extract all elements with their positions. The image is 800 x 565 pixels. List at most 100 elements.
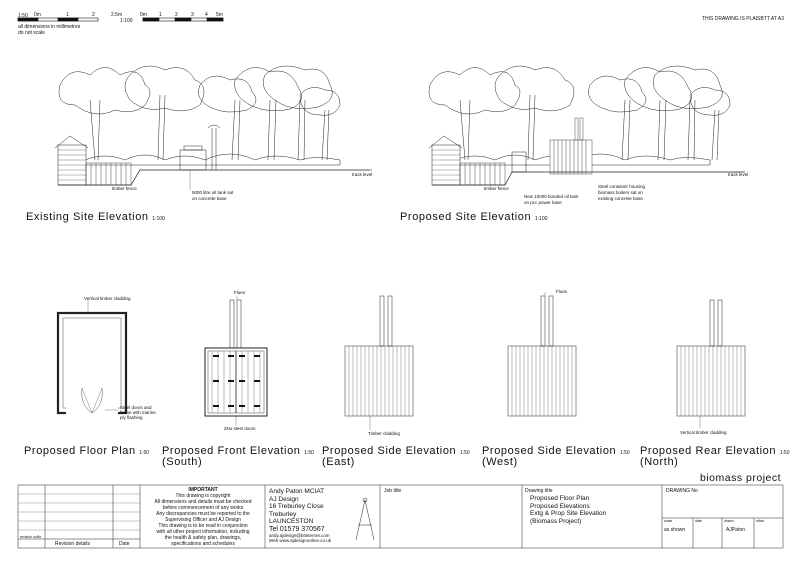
proposed-site-elevation (428, 65, 745, 186)
leader-lines (87, 292, 701, 430)
scale-mark: 0m (34, 12, 41, 18)
west-elevation-title: Proposed Side Elevation 1:50 (482, 445, 630, 457)
front-elevation-drawing (204, 299, 268, 417)
scale-mark: 2 (175, 12, 178, 18)
label-track-level: track level (728, 172, 749, 177)
revision-details-label: Revision details (55, 541, 91, 547)
scale-mid: 1:100 (120, 18, 133, 24)
label-timber-fence: timber fence (112, 186, 137, 191)
important-line: specifications and schedules (171, 541, 235, 547)
label-flues: Flues (556, 289, 568, 294)
scale-mark: 2.5m (111, 12, 123, 18)
scale-mark: 3 (191, 12, 194, 18)
important-line: Supervising Officer and AJ Design (165, 517, 241, 523)
company-details: Andy Paton MCIAT AJ Design 16 Treburley … (269, 488, 331, 543)
job-title-label: Job title (384, 488, 402, 494)
existing-trees (58, 65, 341, 161)
label-bunded-tank: New 10000 bunded oil tank (524, 194, 579, 199)
proposed-trees (428, 65, 731, 161)
label-steel-doors: Steel doors and (120, 405, 152, 410)
company-line: 16 Treburley Close (269, 503, 324, 510)
existing-site-elevation (54, 65, 372, 190)
existing-site-elevation-title: Existing Site Elevation 1:100 (26, 211, 165, 223)
scale-mark: 2 (92, 12, 95, 18)
existing-hedge (84, 153, 341, 166)
company-line: AJ Design (269, 495, 299, 503)
company-line: Andy Paton MCIAT (269, 488, 325, 495)
scale-label: scale (664, 519, 673, 523)
drawing-no-label: DRAWING No (666, 488, 698, 494)
scale-mark: 4 (205, 12, 208, 18)
floor-plan-drawing (56, 311, 128, 415)
west-elevation-drawing (507, 295, 577, 417)
revision-date-label: Date (119, 541, 130, 547)
important-line: before commencement of any works (162, 505, 244, 511)
important-line: the health & safety plan, drawings, (164, 535, 242, 541)
drawn-label: drawn (724, 519, 734, 523)
front-elevation-subtitle: (South) (162, 456, 203, 468)
proposed-container (549, 117, 593, 175)
label-steel-doors: 2No steel doors (224, 426, 256, 431)
scale-mark: 0m (140, 12, 147, 18)
rear-elevation-drawing (676, 299, 746, 417)
title-block-frame (17, 484, 784, 549)
project-banner: biomass project (700, 472, 782, 484)
company-tel: Tel 01579 370567 (269, 525, 325, 533)
compass-logo (355, 497, 375, 541)
east-elevation-title: Proposed Side Elevation 1:50 (322, 445, 470, 457)
scale-value: as shown (664, 527, 686, 533)
important-notes: IMPORTANT This drawing is copyright All … (142, 487, 264, 547)
label-vertical-cladding: Vertical timber cladding (680, 430, 727, 435)
office-label: office (756, 519, 765, 523)
label-bunded-tank-2: on pcc power base (524, 200, 562, 205)
scale-mark: 5m (216, 12, 223, 18)
label-steel-doors-3: ply flashing (120, 415, 143, 420)
company-line: LAUNCESTON (269, 518, 314, 525)
drawing-title: Proposed Floor Plan Proposed Elevations … (530, 495, 606, 525)
company-email: andy.ajdesign@btinternet.com (269, 533, 330, 538)
important-line: with all other project information, incl… (156, 529, 250, 535)
drawing-title-label: Drawing title (525, 488, 553, 494)
drawing-title-line: (Biomass Project) (530, 517, 582, 525)
company-web: Web www.ajdesignonline.co.uk (269, 538, 331, 543)
floor-plan-title: Proposed Floor Plan 1:50 (24, 445, 150, 457)
scale-mark: 1 (159, 12, 162, 18)
drawn-value: AJPaton (726, 527, 745, 533)
dimension-note: all dimensions in millimetres (18, 24, 81, 30)
important-line: This drawing is copyright (175, 493, 231, 499)
drawing-title-line: Proposed Floor Plan (530, 495, 590, 502)
proposed-site-elevation-title: Proposed Site Elevation 1:100 (400, 211, 548, 223)
rear-elevation-title: Proposed Rear Elevation 1:50 (640, 445, 790, 457)
label-steel-container-3: existing concrete base (598, 196, 643, 201)
front-elevation-title: Proposed Front Elevation 1:50 (162, 445, 314, 457)
label-timber-fence: timber fence (484, 186, 509, 191)
scale-mark: 1 (66, 12, 69, 18)
label-vertical-cladding: Vertical timber cladding (84, 296, 131, 301)
label-steel-container: Steel container housing (598, 184, 646, 189)
important-heading: IMPORTANT (188, 487, 218, 493)
label-steel-doors-2: frame with marine (120, 410, 156, 415)
label-steel-container-2: biomass boilers sat on (598, 190, 643, 195)
west-elevation-subtitle: (West) (482, 456, 518, 468)
label-track-level: track level (352, 172, 373, 177)
existing-fence (85, 162, 132, 186)
label-oil-tank: 5000 litre oil tank sat (192, 190, 234, 195)
important-line: All dimensions and details must be check… (154, 499, 252, 505)
existing-oil-tank (179, 149, 207, 171)
label-timber-cladding: Timber cladding (368, 431, 400, 436)
scale-left: 1:50 (18, 13, 28, 19)
scale-note: do not scale (18, 30, 45, 36)
revision-suffix-label: revision suffix (20, 535, 42, 539)
drawing-title-line: Extg & Prop Site Elevation (530, 510, 607, 517)
scale-bar (17, 17, 224, 22)
important-line: This drawing is to be read in conjunctio… (158, 523, 248, 529)
date-label: date (695, 519, 702, 523)
label-oil-tank-2: on concrete base (192, 196, 227, 201)
east-elevation-drawing (344, 295, 414, 417)
rear-elevation-subtitle: (North) (640, 456, 679, 468)
drawing-title-line: Proposed Elevations (530, 502, 590, 510)
label-flues: Flues (234, 290, 246, 295)
company-line: Treburley (269, 510, 297, 518)
